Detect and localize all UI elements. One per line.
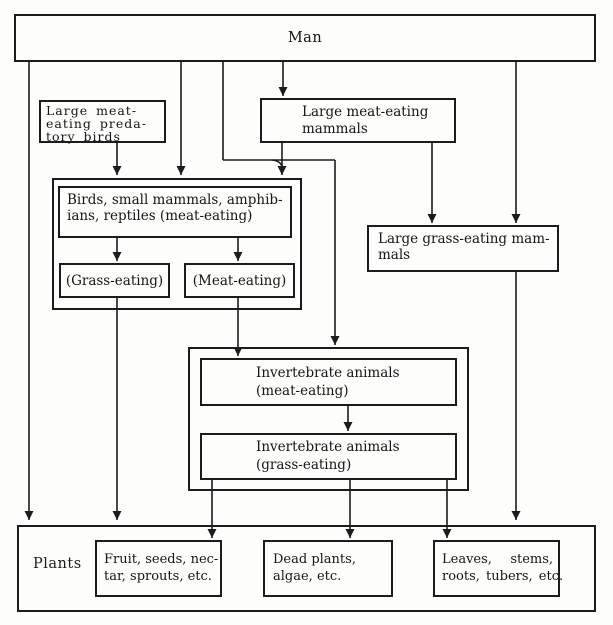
node-man-label: Man xyxy=(287,30,323,46)
node-large-grass-eating-mammals-label: Large grass-eating mam- mals xyxy=(378,231,550,263)
node-leaves-stems-label: Leaves, stems, roots, tubers, etc. xyxy=(442,552,564,584)
node-large-grass-eating-mammals: Large grass-eating mam- mals xyxy=(367,225,559,272)
node-meat-eating-label: (Meat-eating) xyxy=(192,272,287,289)
node-leaves-stems: Leaves, stems, roots, tubers, etc. xyxy=(433,540,564,597)
node-grass-eating-label: (Grass-eating) xyxy=(65,272,164,289)
node-fruit-seeds-label: Fruit, seeds, nec- tar, sprouts, etc. xyxy=(104,552,219,584)
node-meat-eating: (Meat-eating) xyxy=(184,263,295,298)
node-man: Man xyxy=(14,14,596,62)
node-plants-label: Plants xyxy=(33,556,82,572)
node-grass-eating: (Grass-eating) xyxy=(59,263,170,298)
node-invertebrate-grass-label: Invertebrate animals (grass-eating) xyxy=(256,439,400,473)
node-invertebrate-meat-label: Invertebrate animals (meat-eating) xyxy=(256,365,400,399)
node-dead-plants: Dead plants, algae, etc. xyxy=(263,540,393,597)
node-birds-small-mammals-label: Birds, small mammals, amphib- ians, rept… xyxy=(67,192,283,224)
node-large-meat-eating-mammals: Large meat-eating mammals xyxy=(260,98,456,143)
line-junction-curve-left xyxy=(271,159,283,168)
node-invertebrate-grass: Invertebrate animals (grass-eating) xyxy=(200,433,457,480)
node-large-meat-eating-mammals-label: Large meat-eating mammals xyxy=(302,104,429,137)
node-predatory-birds: Large meat- eating preda- tory birds xyxy=(39,100,166,143)
node-invertebrate-meat: Invertebrate animals (meat-eating) xyxy=(200,358,457,406)
node-dead-plants-label: Dead plants, algae, etc. xyxy=(273,552,356,584)
node-birds-small-mammals: Birds, small mammals, amphib- ians, rept… xyxy=(58,186,292,238)
node-predatory-birds-label: Large meat- eating preda- tory birds xyxy=(46,103,147,144)
node-fruit-seeds: Fruit, seeds, nec- tar, sprouts, etc. xyxy=(95,540,222,597)
